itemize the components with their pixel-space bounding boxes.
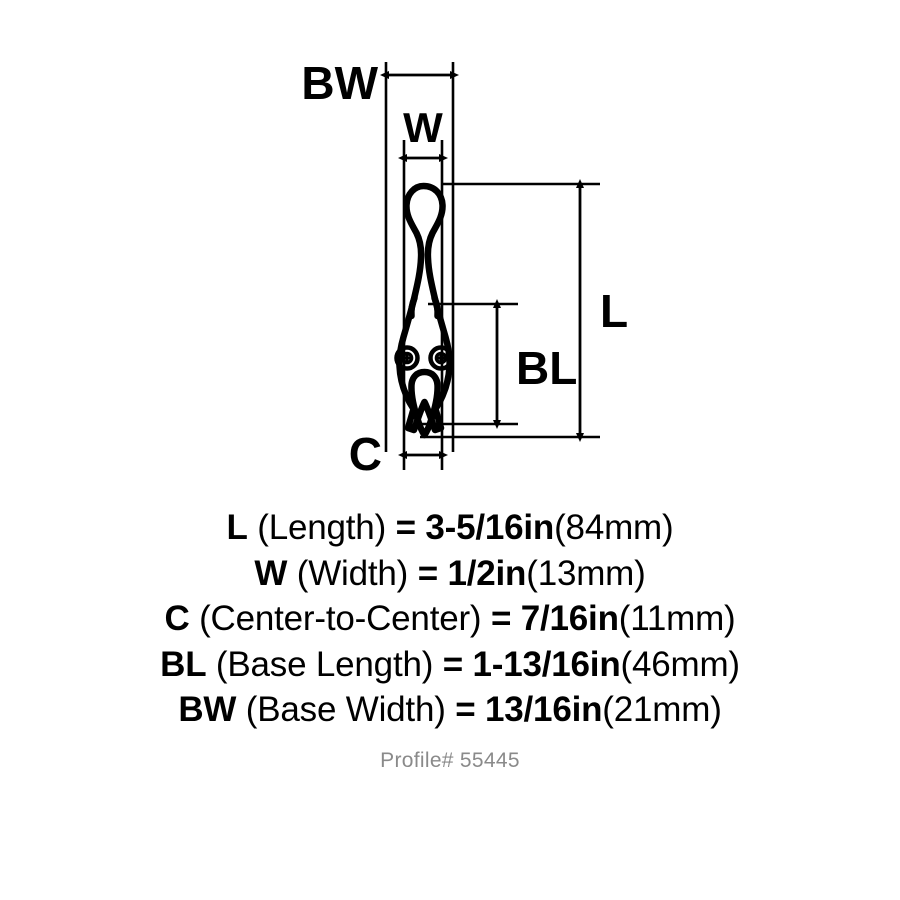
spec-description: (Base Length) <box>215 644 434 684</box>
spec-value: 1-13/16in <box>472 644 621 684</box>
spec-description: (Center-to-Center) <box>199 599 482 638</box>
spec-value: 1/2in <box>447 553 527 593</box>
label-w: W <box>403 104 443 151</box>
screw-hole-right <box>428 345 454 371</box>
spec-metric: (84mm) <box>554 508 674 547</box>
spec-symbol: W <box>254 553 288 593</box>
spec-row-base-length: BL (Base Length) = 1-13/16in(46mm) <box>160 642 740 688</box>
label-l: L <box>600 285 628 337</box>
extension-lines-horizontal <box>420 182 600 439</box>
spec-row-center-to-center: C (Center-to-Center) = 7/16in(11mm) <box>164 596 735 642</box>
spec-equals: = <box>490 599 512 638</box>
spec-equals: = <box>455 690 476 729</box>
spec-symbol: L <box>226 508 248 547</box>
hook-shoulder-right <box>431 294 441 320</box>
spec-row-base-width: BW (Base Width) = 13/16in(21mm) <box>178 687 722 733</box>
spec-metric: (13mm) <box>526 553 646 593</box>
spec-symbol: BW <box>178 690 237 729</box>
spec-row-length: L (Length) = 3-5/16in(84mm) <box>227 505 674 551</box>
spec-description: (Base Width) <box>245 690 446 729</box>
spec-value: 3-5/16in <box>425 508 555 547</box>
spec-row-width: W (Width) = 1/2in(13mm) <box>254 551 645 597</box>
spec-description: (Width) <box>296 553 409 593</box>
spec-equals: = <box>395 508 416 547</box>
spec-description: (Length) <box>257 508 387 547</box>
coat-hook-product-outline <box>396 182 453 439</box>
hook-prong <box>408 368 441 439</box>
label-bl: BL <box>516 342 577 394</box>
specifications-list: L (Length) = 3-5/16in(84mm) W (Width) = … <box>0 505 900 773</box>
label-c: C <box>349 428 382 480</box>
profile-number: Profile# 55445 <box>380 748 520 772</box>
screw-hole-left <box>394 345 420 371</box>
label-bw: BW <box>301 57 378 109</box>
spec-equals: = <box>442 644 463 684</box>
hook-body-path <box>396 182 453 434</box>
screw-holes <box>394 345 454 371</box>
dimension-arrows <box>380 71 584 459</box>
spec-symbol: BL <box>160 644 207 684</box>
dimension-diagram: BW W L BL C <box>301 57 628 480</box>
spec-equals: = <box>417 553 438 593</box>
hook-shoulder-left <box>408 294 418 320</box>
diagram-labels: BW W L BL C <box>301 57 628 480</box>
spec-metric: (11mm) <box>618 599 736 638</box>
spec-value: 7/16in <box>520 599 619 638</box>
spec-symbol: C <box>164 599 190 638</box>
spec-value: 13/16in <box>485 690 603 729</box>
spec-metric: (46mm) <box>620 644 741 684</box>
spec-metric: (21mm) <box>602 690 722 729</box>
